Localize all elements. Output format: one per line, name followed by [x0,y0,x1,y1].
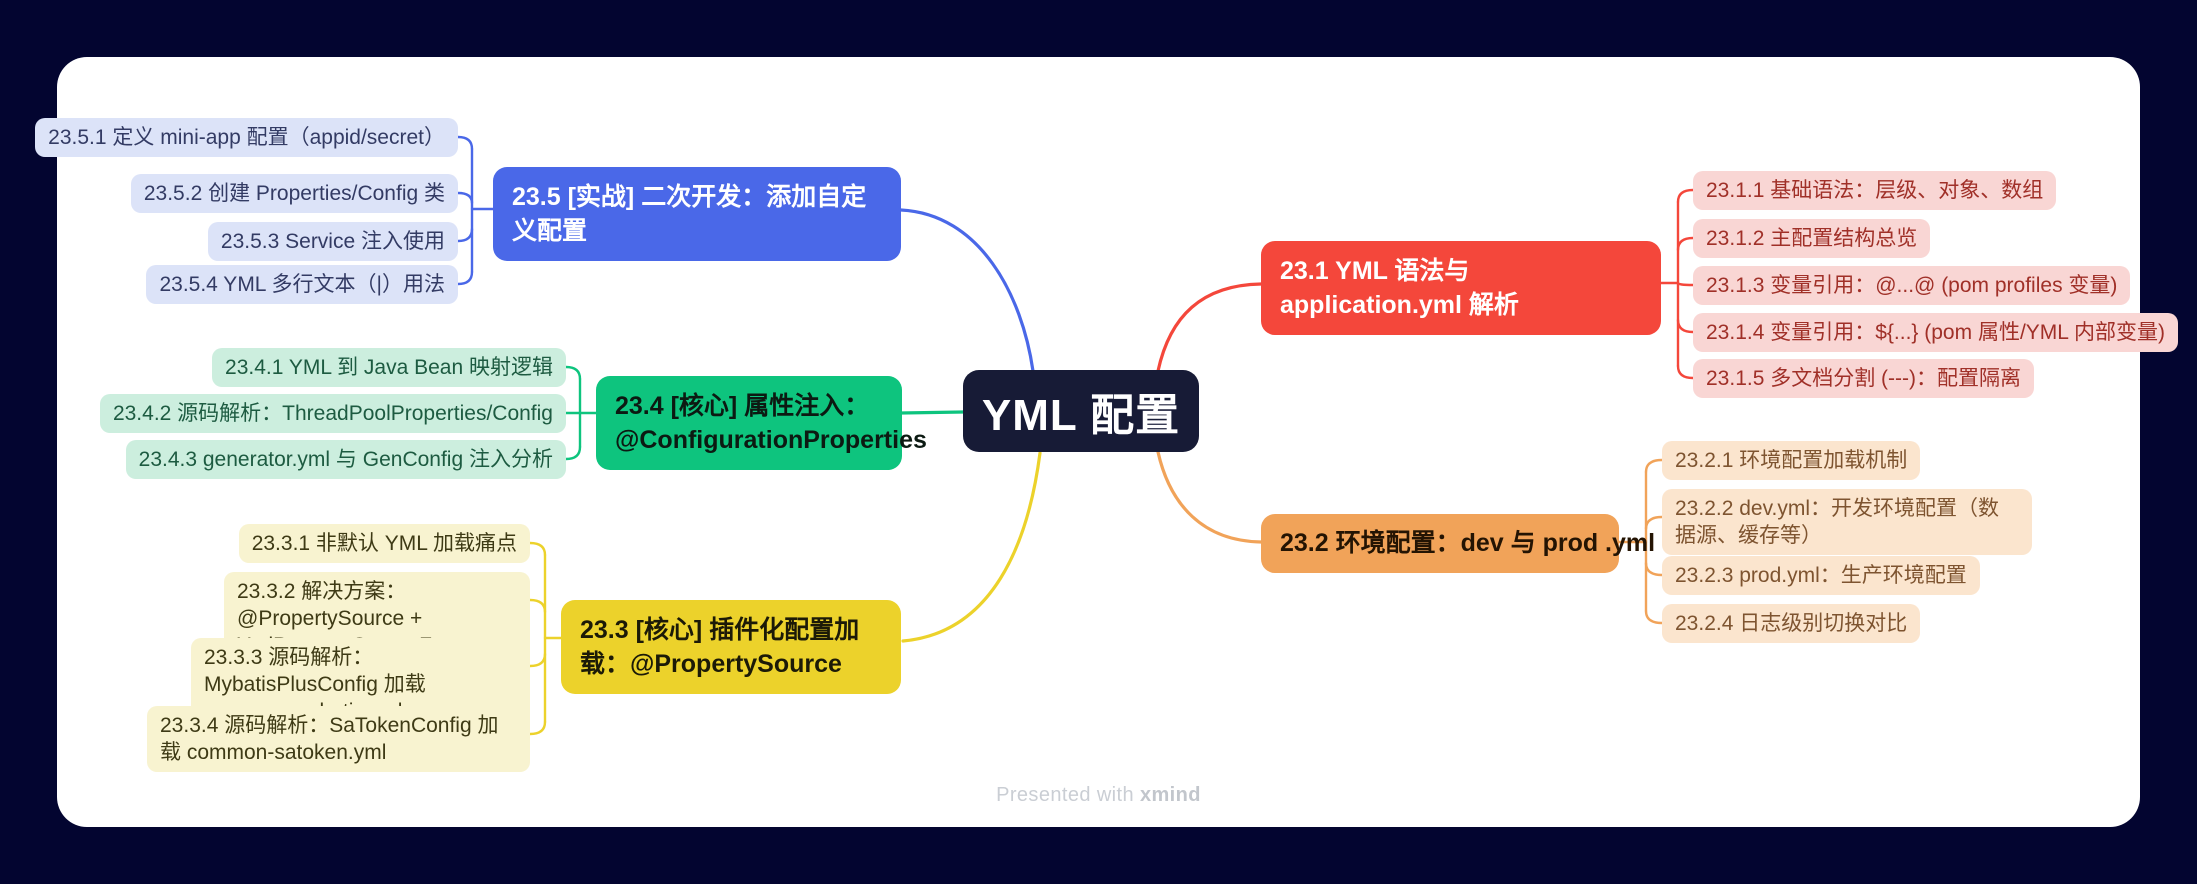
subtopic-23-2-4[interactable]: 23.2.4 日志级别切换对比 [1662,604,1921,643]
central-topic[interactable]: YML 配置 [963,370,1199,452]
connector-central-23-2 [1156,450,1263,544]
connector-central-23-5 [899,208,1035,373]
subtopic-23-1-5[interactable]: 23.1.5 多文档分割 (---)：配置隔离 [1693,359,2035,398]
child-connectors-23-1 [1659,188,1695,380]
subtopic-23-4-2[interactable]: 23.4.2 源码解析：ThreadPoolProperties/Config [99,394,566,433]
subtopic-23-5-3[interactable]: 23.5.3 Service 注入使用 [207,222,458,261]
subtopic-23-5-2[interactable]: 23.5.2 创建 Properties/Config 类 [130,174,458,213]
topic-23-3[interactable]: 23.3 [核心] 插件化配置加载：@PropertySource [561,600,901,694]
subtopic-23-2-2[interactable]: 23.2.2 dev.yml：开发环境配置（数据源、缓存等） [1662,489,2032,555]
subtopic-23-1-2[interactable]: 23.1.2 主配置结构总览 [1693,219,1931,258]
connector-central-23-4 [899,410,965,415]
subtopic-23-3-4[interactable]: 23.3.4 源码解析：SaTokenConfig 加载 common-sato… [147,706,530,772]
subtopic-23-5-1[interactable]: 23.5.1 定义 mini-app 配置（appid/secret） [35,118,458,157]
child-connectors-23-4 [564,365,598,461]
subtopic-23-4-1[interactable]: 23.4.1 YML 到 Java Bean 映射逻辑 [212,348,566,387]
connector-central-23-3 [901,451,1042,643]
watermark: Presented with xmind [57,784,2140,807]
topic-23-5[interactable]: 23.5 [实战] 二次开发：添加自定义配置 [493,167,901,261]
child-connectors-23-2 [1617,458,1664,625]
topic-23-4[interactable]: 23.4 [核心] 属性注入：@ConfigurationProperties [596,376,927,470]
subtopic-23-3-1[interactable]: 23.3.1 非默认 YML 加载痛点 [238,524,530,563]
subtopic-23-1-1[interactable]: 23.1.1 基础语法：层级、对象、数组 [1693,171,2057,210]
subtopic-23-4-3[interactable]: 23.4.3 generator.yml 与 GenConfig 注入分析 [125,440,566,479]
child-connectors-23-5 [456,135,495,286]
child-connectors-23-3 [528,541,563,736]
watermark-brand: xmind [1139,784,1201,806]
subtopic-23-1-4[interactable]: 23.1.4 变量引用：${...} (pom 属性/YML 内部变量) [1693,313,2179,352]
subtopic-23-1-3[interactable]: 23.1.3 变量引用：@...@ (pom profiles 变量) [1693,266,2131,305]
topic-23-2[interactable]: 23.2 环境配置：dev 与 prod .yml [1261,514,1655,573]
connector-central-23-1 [1156,282,1263,373]
topic-23-1[interactable]: 23.1 YML 语法与 application.yml 解析 [1261,241,1661,335]
subtopic-23-2-3[interactable]: 23.2.3 prod.yml：生产环境配置 [1662,556,1980,595]
subtopic-23-5-4[interactable]: 23.5.4 YML 多行文本（|）用法 [146,265,458,304]
watermark-text: Presented with [996,784,1140,806]
subtopic-23-2-1[interactable]: 23.2.1 环境配置加载机制 [1662,441,1921,480]
branch-connectors [899,208,1263,643]
